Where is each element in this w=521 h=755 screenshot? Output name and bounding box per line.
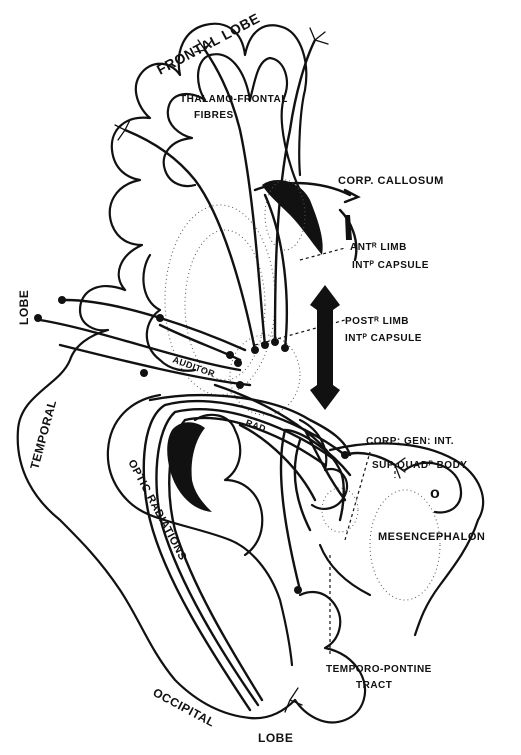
thalamo-frontal-fibre-3 [125, 130, 255, 350]
aqueduct-mark: o [430, 485, 440, 502]
occipital-lobe-label: LOBE [258, 731, 293, 745]
ventricle-posterior [167, 422, 212, 512]
fibre-end-9 [281, 344, 289, 352]
lentiform-stipple-inner [185, 230, 265, 380]
mesencephalon-inner [320, 545, 370, 595]
post-limb-label: POSTᴿ LIMB [345, 316, 409, 327]
corp-gen-int-label: CORP: GEN: INT. [366, 436, 454, 447]
fibre-end-10 [236, 381, 244, 389]
corp-callosum-label: CORP. CALLOSUM [338, 175, 444, 187]
fibre-end-11 [156, 314, 164, 322]
mesencephalon-label: MESENCEPHALON [378, 531, 485, 543]
rad-label: RAD. [244, 417, 270, 435]
ant-limb-capsule-label: INTᴾ CAPSULE [352, 260, 429, 271]
fibre-end-4 [226, 351, 234, 359]
fibre-end-2 [34, 314, 42, 322]
cortex-outline-inner [164, 54, 300, 190]
fibres-label: FIBRES [194, 110, 234, 121]
fibre-end-3 [140, 369, 148, 377]
temporo-pontine-label: TEMPORO-PONTINE [326, 664, 432, 675]
optic-radiation-3 [169, 418, 325, 700]
ventricle-anterior [262, 180, 323, 255]
thalamo-frontal-label: THALAMO-FRONTAL [180, 94, 288, 105]
red-nucleus-stipple [370, 490, 440, 600]
medial-gyri [195, 415, 262, 555]
temporal-label: TEMPORAL [27, 398, 59, 471]
post-limb-capsule-label: INTᴾ CAPSULE [345, 333, 422, 344]
fibre-end-7 [261, 341, 269, 349]
optic-radiation-4 [281, 430, 350, 590]
leader-corp-gen [345, 452, 370, 540]
third-ventricle [310, 285, 340, 410]
fibre-end-1 [58, 296, 66, 304]
fibre-branch-2 [310, 28, 328, 44]
tract-label: TRACT [356, 680, 392, 691]
occipital-label: OCCIPITAL [151, 685, 218, 729]
fibre-end-6 [251, 346, 259, 354]
lobe-label: LOBE [17, 290, 31, 325]
optic-end [294, 586, 302, 594]
fibre-end-5 [234, 359, 242, 367]
ant-limb-label: ANTᴿ LIMB [350, 242, 407, 253]
frontal-lobe-label: FRONTAL LOBE [154, 10, 262, 78]
sup-quad-body-label: SUP QUADᴾ BODY [372, 460, 467, 471]
